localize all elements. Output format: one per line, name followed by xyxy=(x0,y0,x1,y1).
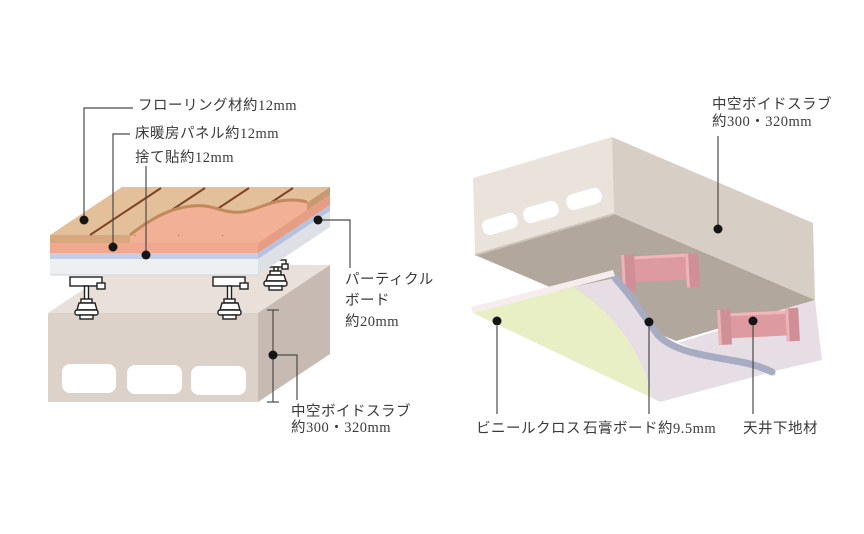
floor-void-slab xyxy=(48,265,330,402)
floor-leader-dots xyxy=(79,215,323,360)
vinyl-cloth-surface xyxy=(473,287,652,398)
particle-board-dot xyxy=(313,215,323,225)
label-particle-board-line1: パーティクル xyxy=(345,272,434,288)
ceiling-structure-illustration xyxy=(471,136,822,414)
label-particle-board-line2: ボード xyxy=(345,293,390,309)
particle-board-side xyxy=(258,211,330,275)
ceiling-slab-dot xyxy=(713,224,723,234)
ceiling-slab-right-face xyxy=(612,137,815,300)
label-ceiling-void-slab: 中空ボイドスラブ 約300・320mm xyxy=(712,97,832,131)
label-flooring: フローリング材約12mm xyxy=(138,98,298,114)
flooring-front xyxy=(50,235,130,243)
flooring-dot xyxy=(79,215,89,225)
ceiling-base-dot xyxy=(748,316,758,326)
subfloor-front xyxy=(50,253,258,259)
subfloor-side xyxy=(258,205,330,259)
vinyl-cloth-dot xyxy=(492,316,502,326)
support-pedestal xyxy=(212,276,249,320)
label-particle-board: パーティクル ボード 約20mm xyxy=(345,270,434,333)
label-floor-void-slab-line2: 約300・320mm xyxy=(291,420,392,436)
label-floor-void-slab-line1: 中空ボイドスラブ xyxy=(291,404,411,420)
floor-slab-void-hole xyxy=(127,365,182,394)
label-floor-heating: 床暖房パネル約12mm xyxy=(135,126,280,142)
gypsum-board-dot xyxy=(644,317,654,327)
label-particle-board-line3: 約20mm xyxy=(345,314,400,330)
subfloor-dot xyxy=(141,250,151,260)
label-vinyl-cloth: ビニールクロス xyxy=(476,421,581,437)
heating-panel-side xyxy=(258,195,330,253)
heating-front-exposed xyxy=(130,235,258,243)
flooring-cut-edge xyxy=(129,198,308,237)
label-floor-void-slab: 中空ボイドスラブ 約300・320mm xyxy=(291,404,411,436)
floor-slab-side-face xyxy=(258,265,330,402)
heating-panel-front xyxy=(50,243,258,253)
heating-dot xyxy=(108,242,118,252)
ceiling-leader-lines xyxy=(496,136,754,414)
ceiling-slab-void-holes xyxy=(482,187,602,236)
ceiling-base-channel xyxy=(621,253,700,291)
label-ceiling-void-slab-line2: 約300・320mm xyxy=(712,114,813,130)
sheet-edge-highlight xyxy=(471,270,615,313)
floor-structure-illustration xyxy=(48,107,351,403)
floor-support-pedestals xyxy=(69,259,289,320)
support-pedestal xyxy=(69,276,106,320)
floor-layers xyxy=(50,187,330,276)
slab-dimension-dot xyxy=(268,350,278,360)
particle-board-front xyxy=(50,259,258,275)
label-ceiling-void-slab-line1: 中空ボイドスラブ xyxy=(712,97,832,113)
label-ceiling-base: 天井下地材 xyxy=(743,421,818,437)
ceiling-leader-dots xyxy=(492,224,758,327)
floor-leader-lines xyxy=(83,107,351,268)
support-pedestal xyxy=(263,259,289,291)
label-gypsum-board: 石膏ボード約9.5mm xyxy=(583,421,717,437)
gypsum-board-surface xyxy=(573,278,772,402)
floor-slab-void-hole xyxy=(62,364,116,393)
floor-slab-void-hole xyxy=(191,366,246,395)
ceiling-base-channel xyxy=(717,307,800,345)
label-subfloor: 捨て貼約12mm xyxy=(135,150,235,166)
floor-slab-top-face xyxy=(48,265,330,313)
